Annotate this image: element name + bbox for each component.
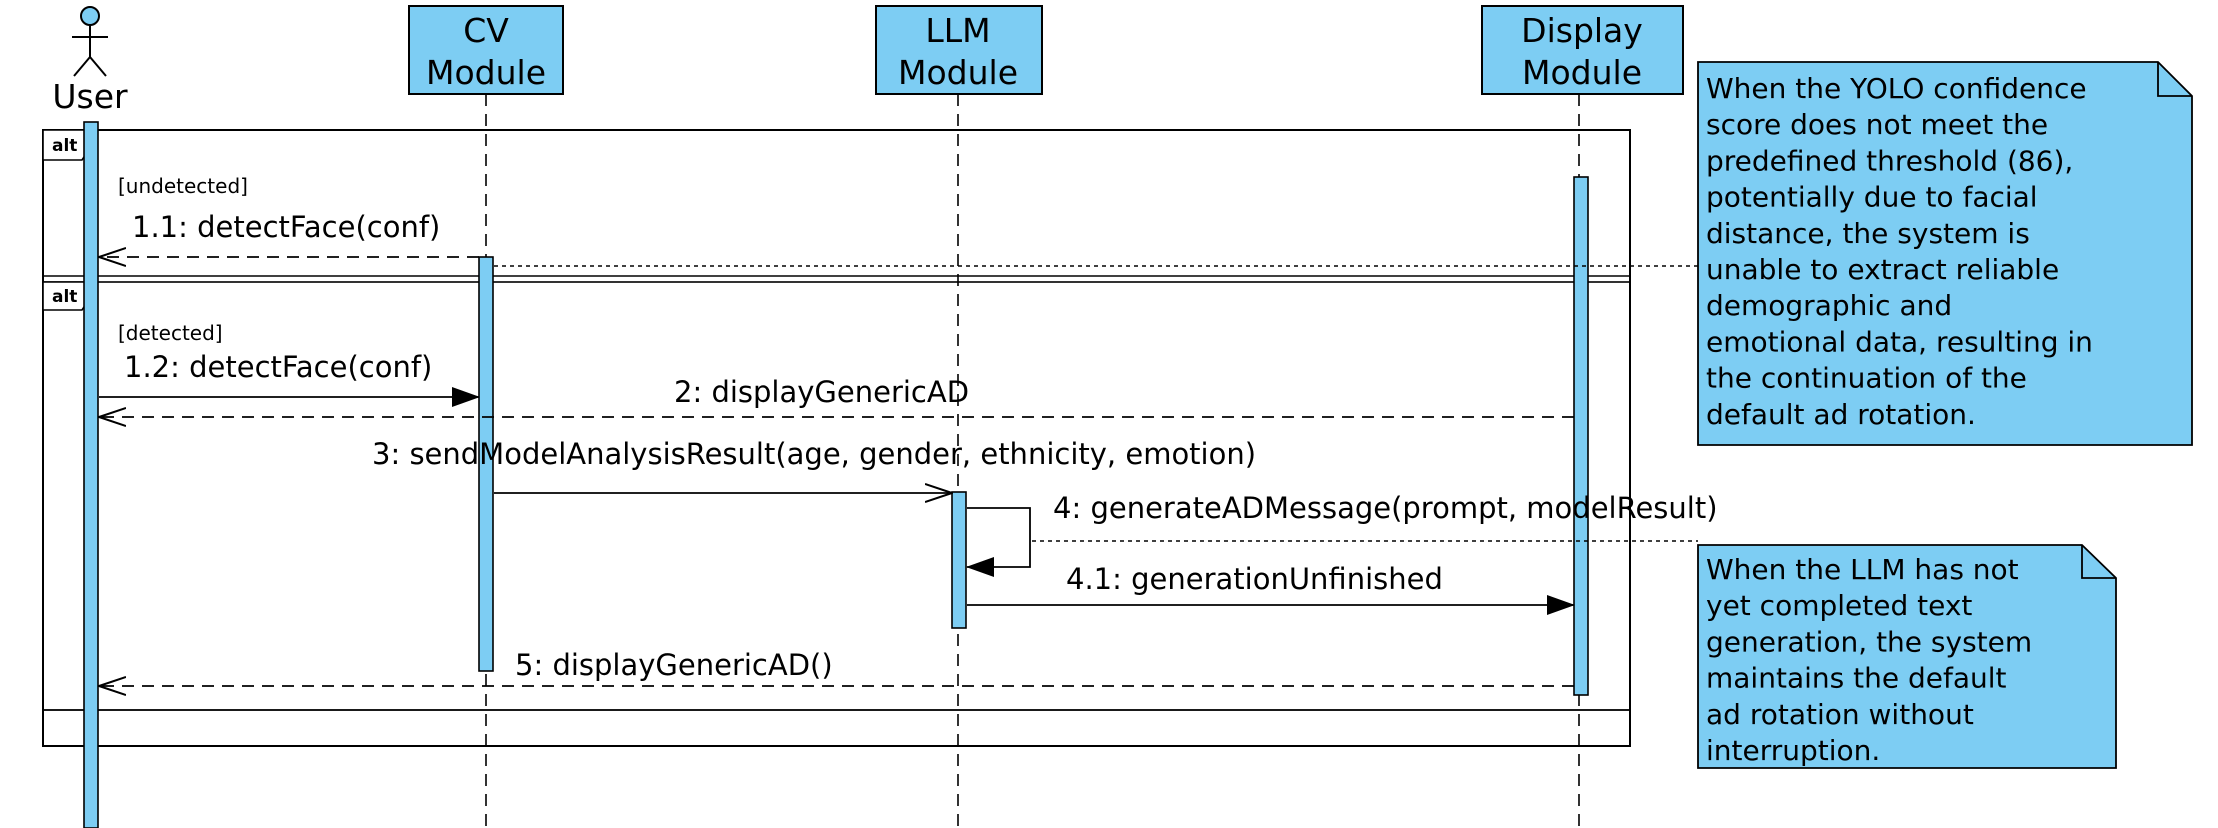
message-label-4-1: 4.1: generationUnfinished xyxy=(1066,562,1443,596)
alt-fragment-inner: alt [detected] xyxy=(42,275,1631,711)
note-line: maintains the default xyxy=(1706,662,2007,695)
note-line: default ad rotation. xyxy=(1706,398,1976,431)
fragment-operator-1: alt xyxy=(52,136,77,156)
note-line: score does not meet the xyxy=(1706,108,2048,141)
note-line: yet completed text xyxy=(1706,589,1972,622)
lifeline-box-llm[interactable]: LLM Module xyxy=(875,5,1043,95)
lifeline-title-llm: LLM xyxy=(925,11,990,50)
message-label-2: 2: displayGenericAD xyxy=(674,375,969,409)
lifeline-box-cv[interactable]: CV Module xyxy=(408,5,564,95)
message-label-5: 5: displayGenericAD() xyxy=(515,648,833,682)
activation-bar-llm xyxy=(951,491,967,629)
message-arrow-4 xyxy=(966,507,1031,577)
lifeline-box-display[interactable]: Display Module xyxy=(1481,5,1684,95)
message-label-1-2: 1.2: detectFace(conf) xyxy=(124,350,432,384)
message-label-1-1: 1.1: detectFace(conf) xyxy=(132,210,440,244)
fragment-guard-2: [detected] xyxy=(118,321,223,345)
activation-bar-cv xyxy=(478,256,494,672)
note-line: ad rotation without xyxy=(1706,698,1974,731)
note-line: interruption. xyxy=(1706,734,1880,767)
note-line: When the LLM has not xyxy=(1706,553,2019,586)
lifeline-subtitle-llm: Module xyxy=(898,53,1018,92)
note-line: emotional data, resulting in xyxy=(1706,325,2093,358)
lifeline-subtitle-display: Module xyxy=(1522,53,1642,92)
message-label-4: 4: generateADMessage(prompt, modelResult… xyxy=(1053,491,1718,525)
lifeline-title-cv: CV xyxy=(463,11,509,50)
activation-bar-display xyxy=(1573,176,1589,696)
stick-figure-icon xyxy=(72,6,108,77)
note-line: When the YOLO confidence xyxy=(1706,72,2087,105)
note-line: potentially due to facial xyxy=(1706,181,2038,214)
note-line: generation, the system xyxy=(1706,625,2032,658)
actor-name: User xyxy=(52,77,128,116)
note-line: demographic and xyxy=(1706,289,1952,322)
note-line: unable to extract reliable xyxy=(1706,253,2059,286)
activation-bar-user xyxy=(83,121,99,828)
message-label-3: 3: sendModelAnalysisResult(age, gender, … xyxy=(372,437,1256,471)
fragment-guard-1: [undetected] xyxy=(118,174,248,198)
lifeline-title-display: Display xyxy=(1521,11,1643,50)
note-line: the continuation of the xyxy=(1706,362,2027,395)
lifeline-subtitle-cv: Module xyxy=(426,53,546,92)
note-line: predefined threshold (86), xyxy=(1706,144,2073,177)
note-line: distance, the system is xyxy=(1706,217,2030,250)
fragment-operator-2: alt xyxy=(52,287,77,307)
